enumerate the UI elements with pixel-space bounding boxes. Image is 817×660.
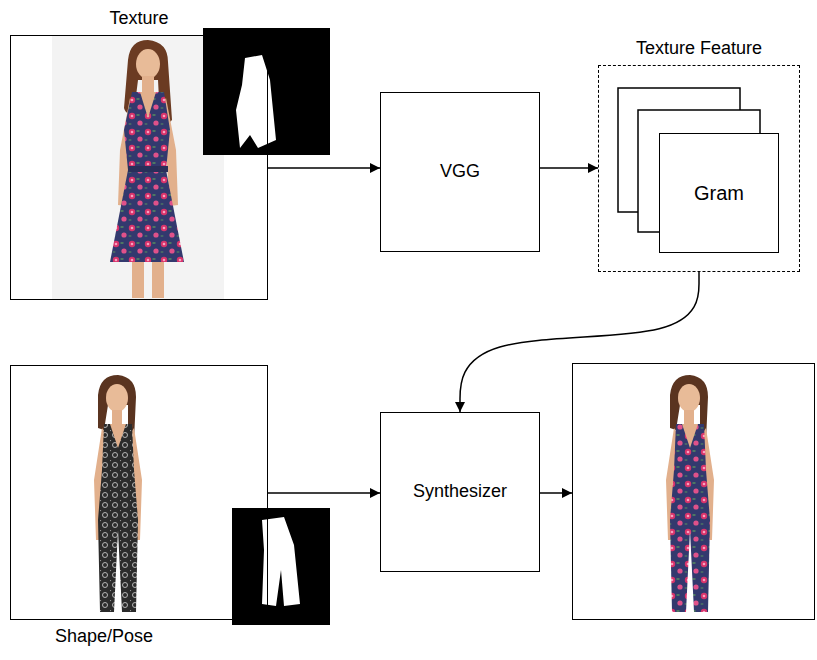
node-heading: Texture <box>11 8 267 30</box>
face <box>136 49 160 79</box>
mask-ground <box>203 28 330 155</box>
output-photo <box>666 375 714 612</box>
process-box: VGG <box>380 92 540 252</box>
feature-group: GramTexture Feature <box>598 65 800 272</box>
waistband <box>128 166 168 172</box>
texture-mask <box>203 28 330 155</box>
neck <box>112 410 122 424</box>
texture-photo-frame: Texture <box>10 35 268 300</box>
neck <box>142 76 154 92</box>
pose-mask <box>232 508 330 625</box>
photo-backdrop <box>52 36 224 299</box>
output-photo-frame <box>572 363 815 620</box>
node-heading: Shape/Pose <box>0 626 267 648</box>
node-label: Gram <box>694 181 744 205</box>
floral-dress <box>110 92 184 262</box>
texture-photo <box>52 36 224 299</box>
face <box>106 384 128 412</box>
leg <box>152 258 164 298</box>
flow-arrow <box>268 167 380 169</box>
neckline <box>140 92 156 118</box>
flow-arrow <box>540 492 572 494</box>
neck <box>684 410 694 424</box>
pose-photo <box>94 375 142 612</box>
face <box>678 384 700 412</box>
flow-arrow <box>460 272 699 412</box>
floral-jumpsuit <box>670 424 710 612</box>
node-heading: Texture Feature <box>599 38 799 60</box>
node-label: VGG <box>440 161 480 183</box>
pose-photo-frame: Shape/Pose <box>10 365 268 620</box>
mask-shape <box>236 55 276 148</box>
lace-jumpsuit <box>98 424 138 612</box>
neckline <box>682 424 698 448</box>
flow-arrow <box>540 167 598 169</box>
neckline <box>110 424 126 448</box>
leg <box>132 258 144 298</box>
gram-box: Gram <box>659 133 779 253</box>
flow-arrow <box>268 492 380 494</box>
mask-ground <box>232 508 330 625</box>
node-label: Synthesizer <box>413 481 507 503</box>
process-box: Synthesizer <box>380 412 540 572</box>
